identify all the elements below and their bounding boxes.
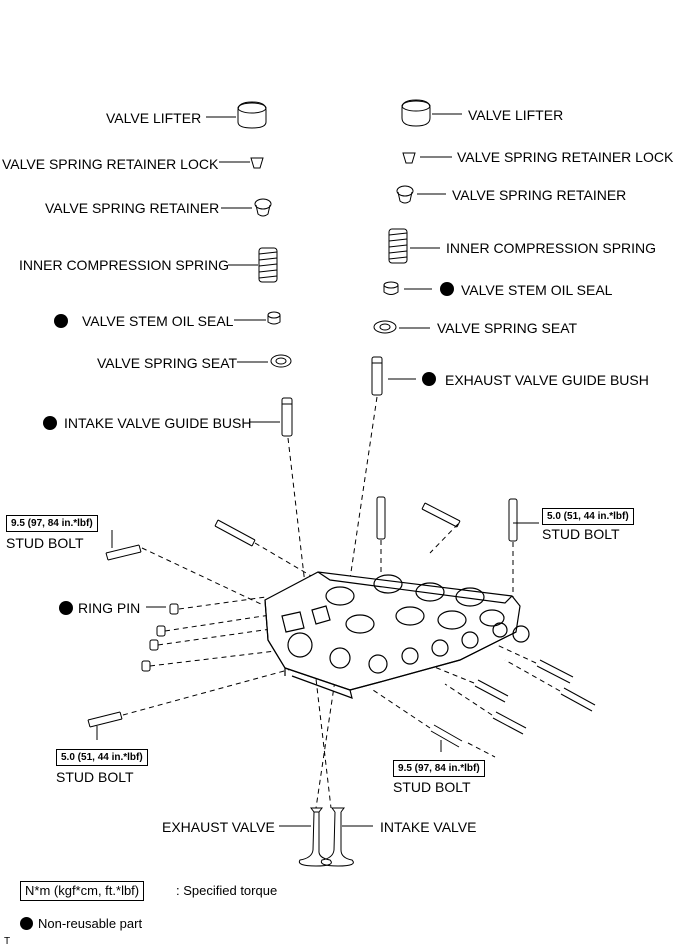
label-intake-guide-bush: INTAKE VALVE GUIDE BUSH	[64, 415, 252, 431]
label-valve-lifter-right: VALVE LIFTER	[468, 107, 564, 123]
label-compression-spring-right: INNER COMPRESSION SPRING	[446, 240, 657, 256]
legend-non-reusable-mark	[20, 917, 33, 930]
stud-upper-d-drawing	[508, 498, 518, 542]
stud-upper-c-drawing	[421, 502, 461, 528]
torque-upper-left: 9.5 (97, 84 in.*lbf)	[6, 515, 98, 532]
label-ring-pin: RING PIN	[78, 600, 141, 616]
label-compression-spring-left: INNER COMPRESSION SPRING	[19, 257, 230, 273]
ring-pin-drawings	[141, 603, 179, 672]
label-exhaust-valve: EXHAUST VALVE	[162, 819, 275, 835]
label-stud-bolt-upper-right: STUD BOLT	[542, 526, 620, 542]
label-spring-seat-right: VALVE SPRING SEAT	[437, 320, 578, 336]
label-retainer-lock-right: VALVE SPRING RETAINER LOCK	[457, 149, 674, 165]
legend-torque-desc: : Specified torque	[176, 883, 278, 898]
stud-lower-right-drawings	[430, 659, 596, 748]
intake-guide-bush-drawing	[281, 397, 293, 437]
valve-lifter-left-drawing	[237, 101, 267, 129]
retainer-lock-right-drawing	[402, 152, 416, 164]
spring-retainer-right-drawing	[396, 185, 414, 197]
non-reusable-mark	[422, 372, 436, 386]
legend-torque-unit: N*m (kgf*cm, ft.*lbf)	[20, 881, 145, 901]
torque-lower-right: 9.5 (97, 84 in.*lbf)	[393, 760, 485, 777]
retainer-lock-left-drawing	[250, 157, 264, 169]
label-exhaust-guide-bush: EXHAUST VALVE GUIDE BUSH	[445, 372, 649, 388]
stud-upper-a-drawing	[214, 519, 256, 547]
stud-lower-left-drawing	[87, 711, 123, 728]
valve-lifter-right-drawing	[401, 99, 431, 127]
torque-upper-right: 5.0 (51, 44 in.*lbf)	[542, 508, 634, 525]
label-stud-bolt-upper-left: STUD BOLT	[6, 535, 84, 551]
non-reusable-mark	[440, 282, 454, 296]
stem-oil-seal-right-drawing	[383, 281, 399, 295]
exhaust-guide-bush-drawing	[371, 356, 383, 396]
torque-lower-left: 5.0 (51, 44 in.*lbf)	[56, 749, 148, 766]
cylinder-head-drawing	[264, 571, 530, 699]
legend-non-reusable: Non-reusable part	[38, 916, 143, 931]
label-stem-oil-seal-left: VALVE STEM OIL SEAL	[82, 313, 234, 329]
label-valve-lifter-left: VALVE LIFTER	[106, 110, 202, 126]
stem-oil-seal-left-drawing	[267, 311, 281, 325]
spring-seat-right-drawing	[373, 320, 397, 334]
label-retainer-lock-left: VALVE SPRING RETAINER LOCK	[2, 156, 219, 172]
corner-mark: T	[4, 936, 11, 947]
compression-spring-right-drawing	[388, 228, 408, 264]
label-stem-oil-seal-right: VALVE STEM OIL SEAL	[461, 282, 613, 298]
stud-upper-b-drawing	[376, 496, 386, 540]
label-stud-bolt-lower-left: STUD BOLT	[56, 769, 134, 785]
intake-valve-drawing	[320, 807, 354, 867]
label-spring-retainer-right: VALVE SPRING RETAINER	[452, 187, 627, 203]
non-reusable-mark	[59, 601, 73, 615]
label-spring-seat-left: VALVE SPRING SEAT	[97, 355, 238, 371]
spring-seat-left-drawing	[270, 354, 292, 368]
label-spring-retainer-left: VALVE SPRING RETAINER	[45, 200, 220, 216]
label-intake-valve: INTAKE VALVE	[380, 819, 477, 835]
compression-spring-left-drawing	[258, 247, 278, 283]
non-reusable-mark	[43, 416, 57, 430]
stud-left-upper-drawing	[105, 544, 142, 561]
label-stud-bolt-lower-right: STUD BOLT	[393, 779, 471, 795]
exhaust-valve-drawing	[298, 807, 332, 867]
spring-retainer-left-drawing	[254, 198, 272, 210]
non-reusable-mark	[54, 314, 68, 328]
